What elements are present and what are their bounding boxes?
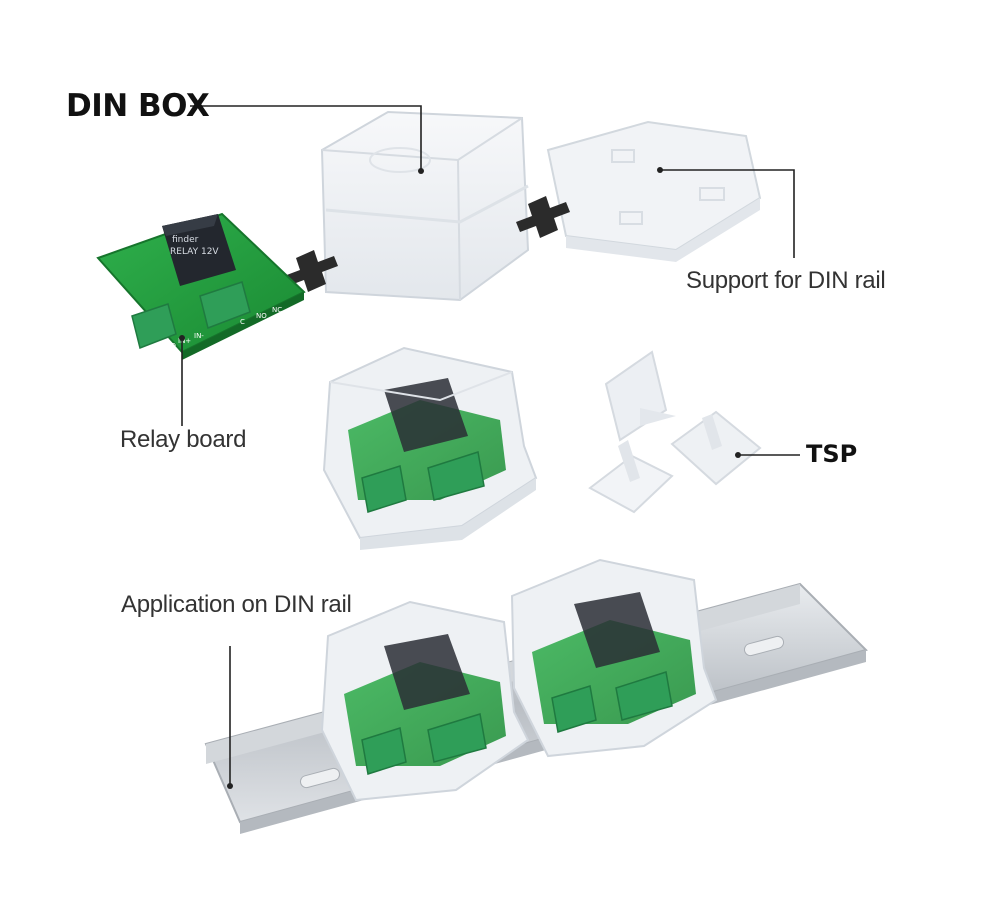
plus-icon [516,196,570,238]
application-label: Application on DIN rail [121,591,352,618]
din-rail-support-plate [546,120,762,262]
plus-icon [284,250,338,292]
svg-text:GND: GND [160,342,176,350]
relay-component: finder RELAY 12V [162,214,236,286]
svg-text:+12: +12 [146,346,161,354]
relay-board: finder RELAY 12V +12 GND IN+ IN- C NO NC [96,212,306,360]
leader-dots [179,167,741,789]
support-label: Support for DIN rail [686,267,886,294]
terminal-markings: +12 GND IN+ IN- C NO NC [146,306,282,354]
mounted-box-right [510,558,718,758]
leader-lines [181,105,800,786]
assembled-din-box [322,346,538,550]
relay-brand-text: finder [172,235,199,245]
svg-text:NC: NC [272,306,282,314]
leader-support [660,169,795,258]
din-box-label: DIN BOX [66,88,210,124]
tsp-clips [588,350,762,514]
mounted-box-left [320,600,530,802]
relay-model-text: RELAY 12V [170,247,219,257]
svg-text:C: C [240,318,245,326]
din-box-cover [320,110,530,302]
leader-din-box [190,105,422,170]
relay-board-label: Relay board [120,426,247,453]
svg-text:IN+: IN+ [178,337,191,345]
svg-text:IN-: IN- [194,332,204,340]
terminal-block [131,281,251,350]
tsp-label: TSP [806,440,858,468]
din-rail-application [204,558,868,834]
svg-text:NO: NO [256,312,267,320]
